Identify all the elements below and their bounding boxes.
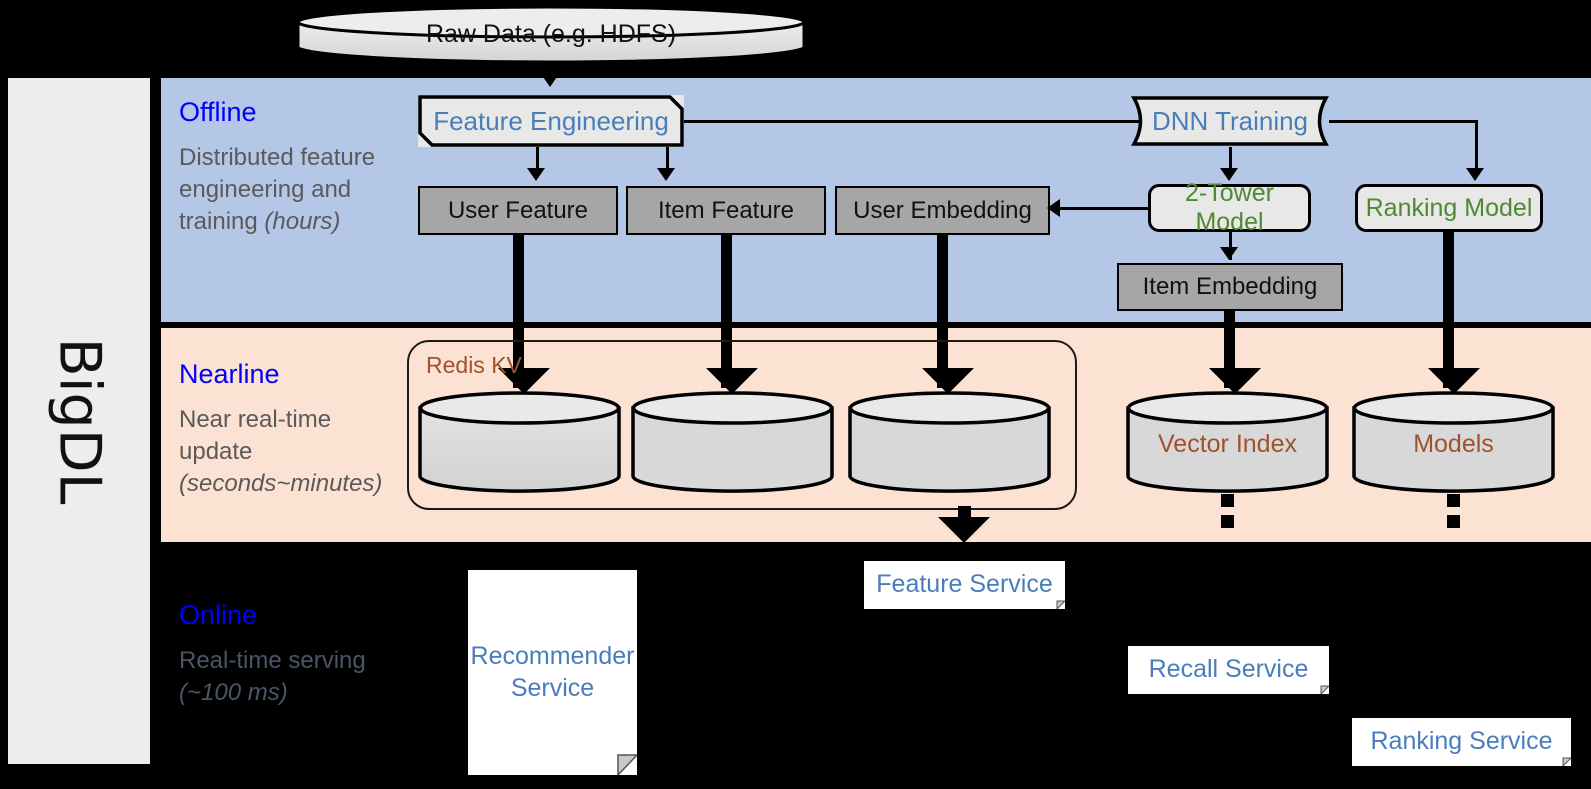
connector-twotower-userembedding [1060, 207, 1150, 210]
offline-desc-text: Distributed feature engineering and trai… [179, 144, 376, 235]
ranking-service-label: Ranking Service [1370, 727, 1553, 756]
connector-models-ranking-1 [1447, 494, 1460, 507]
offline-desc-emphasis: (hours) [264, 207, 341, 235]
models-cylinder[interactable]: Models [1351, 390, 1556, 493]
item-feature-node[interactable]: Item Feature [626, 186, 826, 235]
connector-dnn-ranking-v [1475, 120, 1478, 174]
connector-store-featureservice [958, 506, 971, 520]
user-feature-label: User Feature [447, 196, 589, 224]
arrowhead-dnn-twotower [1220, 168, 1238, 181]
user-feature-node[interactable]: User Feature [418, 186, 618, 235]
ranking-service-node[interactable]: Ranking Service [1352, 718, 1571, 766]
feature-service-node[interactable]: Feature Service [864, 561, 1065, 609]
connector-fe-dnn [684, 120, 1156, 123]
offline-title: Offline [179, 97, 257, 127]
arrowhead-rawdata-fe [541, 74, 559, 87]
pipe-userembedding-store [937, 235, 948, 388]
user-feature-store-cylinder[interactable] [417, 390, 622, 493]
connector-dnn-twotower [1229, 147, 1232, 174]
raw-data-cylinder: Raw Data (e.g. HDFS) [296, 4, 806, 64]
item-embedding-node[interactable]: Item Embedding [1117, 263, 1343, 311]
dnn-training-label: DNN Training [1151, 105, 1309, 136]
arrowhead-userfeature-store [498, 368, 550, 394]
nearline-desc-text: Near real-time update [179, 406, 332, 465]
feature-service-label: Feature Service [876, 570, 1053, 599]
recall-service-node[interactable]: Recall Service [1128, 646, 1329, 694]
pipe-itemembedding-vectorindex [1224, 311, 1235, 388]
connector-twotower-itemembedding [1229, 232, 1232, 260]
bigdl-label: BigDL [46, 337, 112, 505]
item-feature-label: Item Feature [657, 196, 795, 224]
redis-kv-container [407, 340, 1077, 510]
feature-engineering-label: Feature Engineering [433, 105, 669, 136]
nearline-title: Nearline [179, 359, 280, 389]
online-desc-text: Real-time serving [179, 647, 366, 674]
arrowhead-userembedding-store [922, 368, 974, 394]
recommender-service-node[interactable]: Recommender Service [468, 570, 637, 775]
arrowhead-itemembedding-vectorindex [1209, 368, 1261, 394]
arrowhead-rankingmodel-models [1428, 368, 1480, 394]
arrowhead-fe-itemfeature [657, 168, 675, 181]
connector-rawdata-fe [550, 64, 553, 82]
online-desc-emphasis: (~100 ms) [179, 678, 288, 706]
item-feature-store-cylinder[interactable] [630, 390, 835, 493]
recall-service-label: Recall Service [1148, 655, 1309, 684]
connector-fe-itemfeature [666, 147, 669, 174]
user-embedding-label: User Embedding [853, 196, 1032, 224]
arrowhead-fe-userfeature [527, 168, 545, 181]
raw-data-label: Raw Data (e.g. HDFS) [425, 20, 677, 48]
ranking-model-node[interactable]: Ranking Model [1355, 184, 1543, 232]
connector-vectorindex-recall-2 [1221, 515, 1234, 528]
arrowhead-itemfeature-store [706, 368, 758, 394]
pipe-userfeature-store [513, 235, 524, 388]
online-title: Online [179, 600, 258, 630]
user-embedding-store-cylinder[interactable] [847, 390, 1052, 493]
nearline-desc-emphasis: (seconds~minutes) [179, 469, 383, 497]
models-label: Models [1413, 430, 1494, 458]
pipe-rankingmodel-models [1443, 232, 1454, 388]
user-embedding-node[interactable]: User Embedding [835, 186, 1050, 235]
online-description: Real-time serving (~100 ms) [179, 645, 409, 709]
nearline-description: Near real-time update (seconds~minutes) [179, 404, 409, 500]
arrowhead-store-featureservice [938, 517, 990, 543]
vector-index-label: Vector Index [1158, 430, 1297, 458]
connector-models-ranking-2 [1447, 515, 1460, 528]
two-tower-model-node[interactable]: 2-Tower Model [1148, 179, 1311, 236]
arrowhead-twotower-userembedding [1047, 199, 1060, 217]
vector-index-cylinder[interactable]: Vector Index [1125, 390, 1330, 493]
feature-engineering-node[interactable]: Feature Engineering [418, 95, 684, 147]
arrowhead-dnn-ranking [1466, 168, 1484, 181]
pipe-itemfeature-store [721, 235, 732, 388]
connector-vectorindex-recall-1 [1221, 494, 1234, 507]
recommender-service-label-line1: Recommender [470, 642, 635, 671]
item-embedding-label: Item Embedding [1142, 273, 1318, 300]
dnn-training-node[interactable]: DNN Training [1131, 95, 1329, 147]
ranking-model-label: Ranking Model [1365, 193, 1533, 222]
offline-description: Distributed feature engineering and trai… [179, 142, 409, 238]
connector-fe-userfeature [536, 147, 539, 174]
connector-dnn-ranking-h [1329, 120, 1477, 123]
two-tower-model-label: 2-Tower Model [1185, 179, 1274, 236]
redis-kv-label: Redis KV [426, 352, 522, 378]
bigdl-framework-bar: BigDL [8, 78, 150, 764]
arrowhead-twotower-itemembedding [1220, 247, 1238, 260]
recommender-service-label-line2: Service [510, 673, 595, 702]
